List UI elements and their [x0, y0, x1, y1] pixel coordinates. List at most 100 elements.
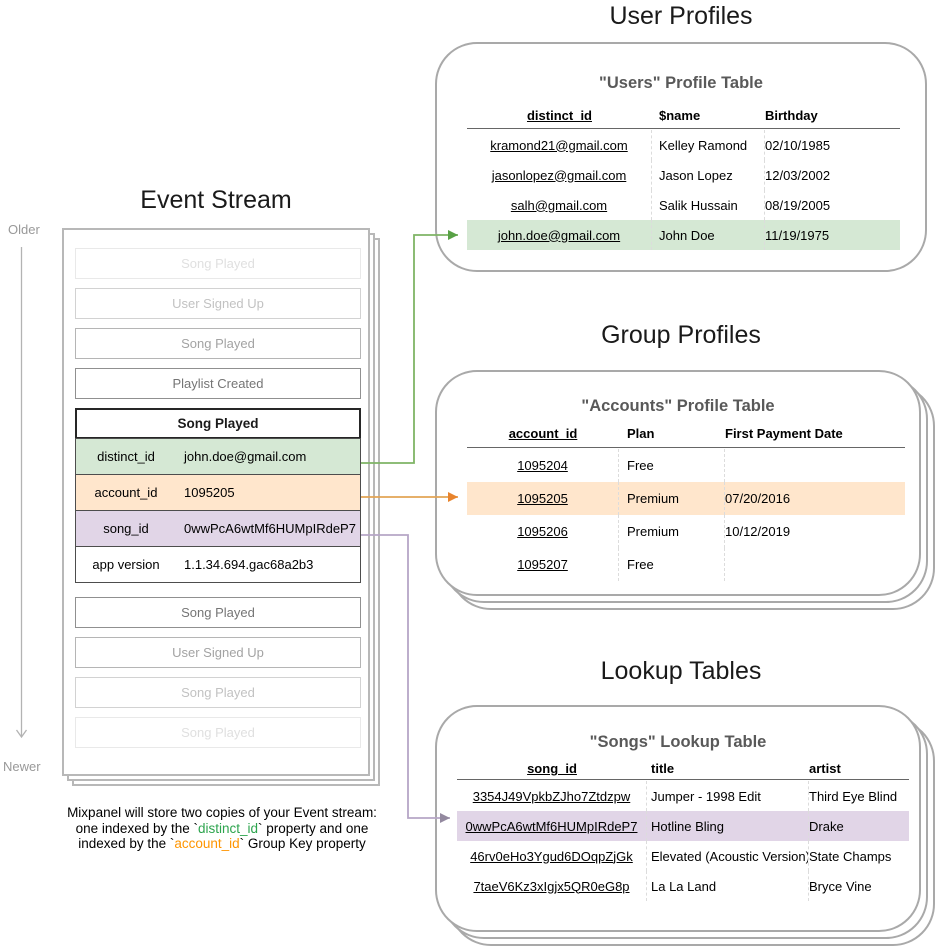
table-row: 1095207 Free	[467, 548, 905, 581]
property-key: account_id	[94, 485, 158, 500]
event-box: User Signed Up	[75, 637, 361, 668]
cell-name: Jason Lopez	[652, 160, 765, 190]
cell-birthday: 12/03/2002	[765, 167, 831, 183]
event-box: Song Played	[75, 677, 361, 708]
cell-title: Elevated (Acoustic Version)	[647, 841, 809, 871]
column-header-first-payment-date: First Payment Date	[725, 426, 843, 441]
column-header-account-id: account_id	[508, 426, 578, 441]
users-table-body: kramond21@gmail.com Kelley Ramond 02/10/…	[467, 130, 900, 250]
cell-account-id: 1095207	[467, 548, 619, 581]
event-box: Song Played	[75, 248, 361, 279]
column-header-title: title	[651, 761, 675, 776]
lookup-tables-title: Lookup Tables	[600, 657, 762, 685]
users-table-title: "Users" Profile Table	[599, 74, 763, 92]
cell-birthday: 02/10/1985	[765, 137, 831, 153]
expanded-event-title: Song Played	[75, 408, 361, 439]
event-stream-card: Song Played User Signed Up Song Played P…	[62, 228, 370, 776]
cell-first-payment-date: 07/20/2016	[725, 491, 791, 506]
table-row: 7taeV6Kz3xIgjx5QR0eG8p La La Land Bryce …	[457, 871, 909, 901]
cell-artist: Third Eye Blind	[809, 788, 898, 804]
caption-line3-pre: indexed by the `	[78, 836, 175, 851]
caption-account-id-code: account_id	[174, 836, 240, 851]
table-row-highlighted: 0wwPcA6wtMf6HUMpIRdeP7 Hotline Bling Dra…	[457, 811, 909, 841]
group-profiles-title: Group Profiles	[601, 321, 761, 349]
table-row: salh@gmail.com Salik Hussain 08/19/2005	[467, 190, 900, 220]
songs-table-title: "Songs" Lookup Table	[589, 733, 767, 751]
cell-title: Hotline Bling	[647, 811, 809, 841]
caption-distinct-id-code: distinct_id	[197, 820, 259, 836]
caption-line2-post: ` property and one	[258, 820, 369, 836]
column-header-distinct-id: distinct_id	[526, 107, 592, 123]
users-table-header: distinct_id $name Birthday	[467, 102, 900, 129]
event-stream-list: Song Played User Signed Up Song Played P…	[75, 248, 361, 757]
event-box: Song Played	[75, 328, 361, 359]
table-row-highlighted: 1095205 Premium 07/20/2016	[467, 482, 905, 515]
table-row-highlighted: john.doe@gmail.com John Doe 11/19/1975	[467, 220, 900, 250]
caption-line3-post: ` Group Key property	[239, 836, 366, 851]
cell-account-id: 1095205	[467, 482, 619, 515]
event-stream-title: Event Stream	[140, 186, 292, 214]
table-row: 1095204 Free	[467, 449, 905, 482]
cell-distinct-id: kramond21@gmail.com	[467, 130, 652, 160]
footnote-caption: Mixpanel will store two copies of your E…	[28, 805, 416, 852]
property-key: distinct_id	[97, 449, 155, 464]
songs-table-header: song_id title artist	[457, 758, 909, 780]
event-box: Song Played	[75, 717, 361, 748]
cell-distinct-id: jasonlopez@gmail.com	[467, 160, 652, 190]
cell-plan: Free	[619, 548, 725, 581]
user-profiles-card: "Users" Profile Table distinct_id $name …	[435, 42, 927, 272]
property-value: 1.1.34.694.gac68a2b3	[184, 557, 314, 572]
cell-title: Jumper - 1998 Edit	[647, 781, 809, 811]
column-header-song-id: song_id	[527, 761, 577, 776]
cell-song-id: 0wwPcA6wtMf6HUMpIRdeP7	[457, 811, 647, 841]
accounts-table-header: account_id Plan First Payment Date	[467, 420, 905, 448]
caption-line1: Mixpanel will store two copies of your E…	[67, 805, 377, 820]
cell-song-id: 3354J49VpkbZJho7Ztdzpw	[457, 781, 647, 811]
cell-song-id: 7taeV6Kz3xIgjx5QR0eG8p	[457, 871, 647, 901]
column-header-plan: Plan	[627, 426, 655, 441]
property-key: app version	[92, 557, 160, 572]
event-property-app-version: app version 1.1.34.694.gac68a2b3	[75, 546, 361, 583]
table-row: kramond21@gmail.com Kelley Ramond 02/10/…	[467, 130, 900, 160]
cell-artist: State Champs	[809, 848, 892, 864]
cell-artist: Drake	[809, 818, 844, 834]
property-value: john.doe@gmail.com	[184, 449, 307, 464]
cell-plan: Premium	[619, 482, 725, 515]
event-property-distinct-id: distinct_id john.doe@gmail.com	[75, 438, 361, 475]
cell-birthday: 08/19/2005	[765, 197, 831, 213]
column-header-name: $name	[659, 107, 701, 123]
cell-first-payment-date: 10/12/2019	[725, 524, 791, 539]
column-header-artist: artist	[809, 761, 841, 776]
accounts-table-body: 1095204 Free 1095205 Premium 07/20/2016 …	[467, 449, 905, 581]
cell-artist: Bryce Vine	[809, 878, 872, 894]
lookup-tables-card: "Songs" Lookup Table song_id title artis…	[435, 705, 921, 932]
cell-name: Kelley Ramond	[652, 130, 765, 160]
cell-distinct-id: salh@gmail.com	[467, 190, 652, 220]
property-key: song_id	[103, 521, 149, 536]
songs-table-body: 3354J49VpkbZJho7Ztdzpw Jumper - 1998 Edi…	[457, 781, 909, 901]
cell-name: John Doe	[652, 220, 765, 250]
cell-account-id: 1095204	[467, 449, 619, 482]
event-property-song-id: song_id 0wwPcA6wtMf6HUMpIRdeP7	[75, 510, 361, 547]
group-profiles-card: "Accounts" Profile Table account_id Plan…	[435, 370, 921, 596]
newer-label: Newer	[3, 759, 41, 774]
column-header-birthday: Birthday	[765, 107, 818, 123]
older-label: Older	[8, 222, 40, 237]
table-row: jasonlopez@gmail.com Jason Lopez 12/03/2…	[467, 160, 900, 190]
cell-name: Salik Hussain	[652, 190, 765, 220]
event-property-account-id: account_id 1095205	[75, 474, 361, 511]
cell-plan: Premium	[619, 515, 725, 548]
event-box: Song Played	[75, 597, 361, 628]
table-row: 46rv0eHo3Ygud6DOqpZjGk Elevated (Acousti…	[457, 841, 909, 871]
cell-birthday: 11/19/1975	[765, 227, 830, 243]
cell-song-id: 46rv0eHo3Ygud6DOqpZjGk	[457, 841, 647, 871]
accounts-table-title: "Accounts" Profile Table	[581, 397, 775, 415]
user-profiles-title: User Profiles	[609, 2, 753, 30]
event-box: User Signed Up	[75, 288, 361, 319]
caption-line2-pre: one indexed by the `	[75, 820, 198, 836]
table-row: 1095206 Premium 10/12/2019	[467, 515, 905, 548]
property-value: 0wwPcA6wtMf6HUMpIRdeP7	[184, 521, 356, 536]
cell-title: La La Land	[647, 871, 809, 901]
table-row: 3354J49VpkbZJho7Ztdzpw Jumper - 1998 Edi…	[457, 781, 909, 811]
